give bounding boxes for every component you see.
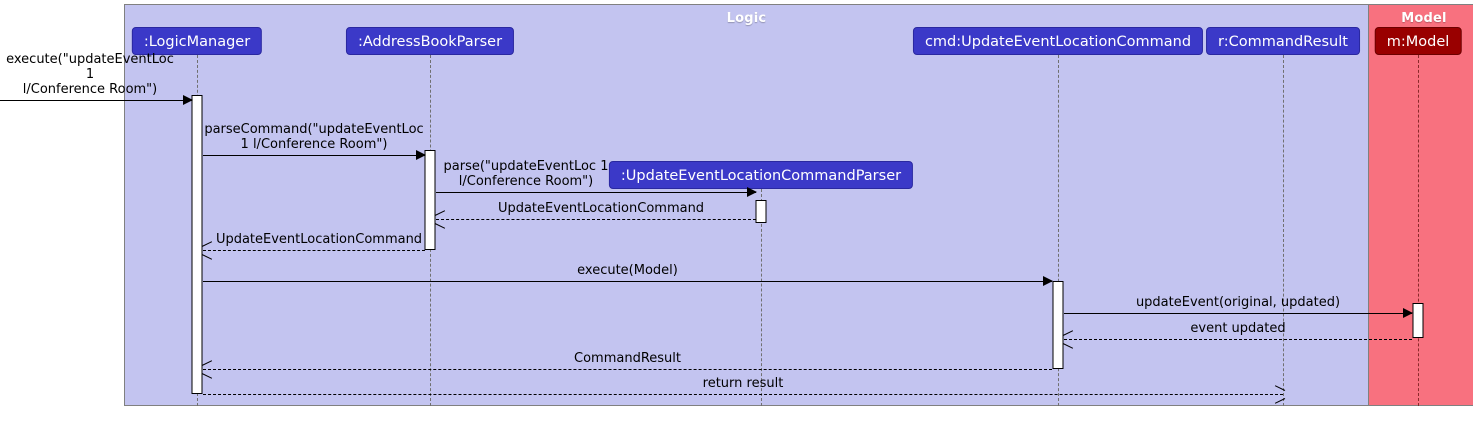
message-label: UpdateEventLocationCommand: [497, 201, 705, 216]
message-label: parse("updateEventLoc 1 l/Conference Roo…: [443, 159, 609, 189]
message-label: execute(Model): [577, 263, 678, 278]
participant-logicmanager[interactable]: :LogicManager: [131, 27, 263, 55]
message-line: [203, 155, 425, 156]
frame-model: Model: [1368, 4, 1473, 406]
arrowhead-right-icon: [1043, 276, 1053, 286]
message-line: [203, 281, 1052, 282]
arrowhead-right-icon: [416, 150, 426, 160]
lifeline-model: [1418, 55, 1419, 406]
participant-model[interactable]: m:Model: [1374, 27, 1462, 55]
lifeline-result: [1283, 55, 1284, 406]
message-label: updateEvent(original, updated): [1135, 295, 1341, 310]
arrowhead-right-icon: [1403, 308, 1413, 318]
lifeline-updateeventlocationcommandparser: [761, 189, 762, 406]
message-label: parseCommand("updateEventLoc 1 l/Confere…: [204, 122, 424, 152]
arrowhead-left-icon: [435, 214, 445, 224]
arrowhead-right-icon: [747, 187, 757, 197]
activation-updateeventlocationcommandparser: [755, 200, 767, 223]
activation-model: [1412, 303, 1424, 338]
frame-model-label: Model: [1401, 11, 1447, 26]
frame-logic-label: Logic: [726, 11, 767, 26]
message-label: UpdateEventLocationCommand: [215, 232, 423, 247]
message-line: [436, 192, 756, 193]
activation-addressbookparser: [424, 150, 436, 250]
message-label: CommandResult: [574, 351, 681, 366]
message-line: [436, 219, 756, 220]
participant-updateeventlocationcommandparser[interactable]: :UpdateEventLocationCommandParser: [608, 161, 914, 189]
activation-logicmanager: [191, 95, 203, 394]
activation-cmd: [1052, 281, 1064, 369]
participant-cmd[interactable]: cmd:UpdateEventLocationCommand: [912, 27, 1204, 55]
message-line: [203, 394, 1283, 395]
message-label: return result: [702, 376, 784, 391]
lifeline-cmd: [1058, 55, 1059, 406]
message-line: [203, 250, 425, 251]
message-line: [1064, 313, 1412, 314]
message-label: event updated: [1190, 321, 1286, 336]
message-line: [1064, 339, 1412, 340]
arrowhead-left-icon: [202, 245, 212, 255]
message-line: [0, 100, 192, 101]
participant-addressbookparser[interactable]: :AddressBookParser: [345, 27, 515, 55]
participant-result[interactable]: r:CommandResult: [1206, 27, 1360, 55]
message-label: execute("updateEventLoc 1 l/Conference R…: [6, 52, 174, 97]
frame-logic: Logic: [124, 4, 1369, 406]
arrowhead-right-icon: [183, 95, 193, 105]
message-line: [203, 369, 1052, 370]
